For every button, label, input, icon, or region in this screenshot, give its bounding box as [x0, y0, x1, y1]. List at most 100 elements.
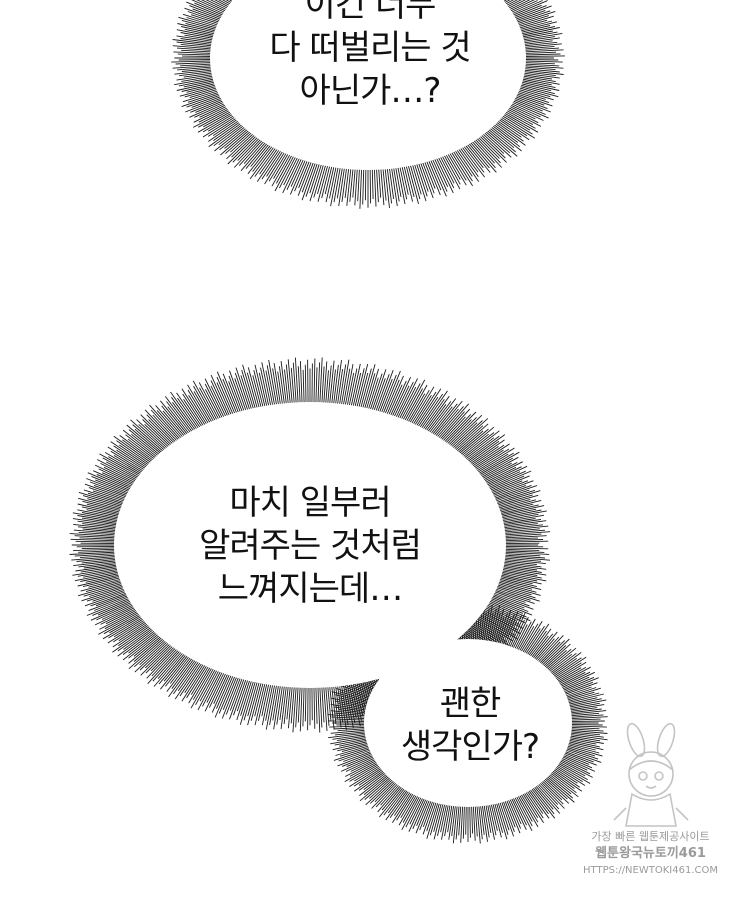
burst-line — [565, 697, 598, 706]
burst-line — [240, 139, 268, 172]
burst-line — [511, 5, 547, 20]
burst-line — [234, 372, 250, 414]
burst-line — [99, 608, 140, 630]
burst-line — [430, 403, 458, 438]
burst-line — [556, 666, 591, 686]
burst-line — [432, 155, 449, 187]
burst-line — [238, 137, 265, 166]
burst-line — [516, 618, 536, 654]
burst-line — [555, 667, 587, 685]
burst-line — [181, 661, 208, 702]
burst-line — [498, 508, 537, 518]
burst-line — [272, 368, 280, 408]
burst-line — [436, 403, 470, 441]
burst-line — [178, 16, 220, 30]
burst-line — [392, 164, 400, 202]
burst-line — [545, 772, 572, 795]
bubble-line: 느껴지는데… — [217, 569, 403, 609]
burst-line — [498, 798, 510, 831]
burst-line — [346, 753, 377, 768]
burst-line — [144, 423, 172, 450]
burst-line — [488, 608, 497, 645]
burst-line — [558, 671, 595, 690]
burst-line — [380, 782, 402, 806]
burst-line — [325, 370, 329, 407]
burst-line — [554, 762, 591, 784]
burst-line — [521, 51, 557, 55]
burst-line — [527, 786, 549, 815]
burst-line — [388, 380, 407, 419]
burst-line — [226, 131, 256, 160]
burst-line — [521, 47, 560, 52]
burst-line — [117, 627, 157, 657]
burst-line — [487, 475, 530, 494]
burst-line — [409, 386, 435, 427]
burst-line — [489, 480, 529, 496]
burst-line — [168, 657, 198, 698]
burst-line — [82, 576, 124, 588]
burst-line — [84, 590, 129, 607]
burst-line — [197, 111, 235, 133]
burst-line — [75, 540, 119, 543]
burst-line — [174, 69, 215, 75]
burst-line — [134, 639, 170, 673]
burst-line — [204, 669, 226, 712]
burst-line — [172, 45, 215, 50]
burst-line — [77, 568, 121, 577]
burst-line — [218, 673, 237, 714]
burst-line — [149, 404, 183, 442]
burst-line — [501, 537, 539, 540]
burst-line — [495, 117, 530, 141]
burst-line — [478, 802, 483, 840]
burst-line — [498, 572, 538, 582]
burst-line — [189, 100, 227, 118]
site-watermark: 가장 빠른 웹툰제공사이트 웹툰왕국뉴토끼461 HTTPS://NEWTOKI… — [578, 722, 723, 887]
burst-line — [225, 674, 242, 715]
burst-line — [518, 27, 560, 37]
burst-line — [166, 401, 193, 436]
burst-line — [562, 686, 592, 698]
burst-line — [409, 794, 425, 825]
burst-line — [476, 802, 481, 844]
burst-line — [385, 375, 404, 418]
burst-line — [415, 160, 428, 197]
burst-line — [202, 668, 223, 707]
burst-line — [520, 36, 556, 43]
burst-line — [368, 373, 383, 413]
burst-line — [370, 369, 387, 414]
burst-line — [474, 135, 501, 164]
burst-line — [192, 664, 214, 700]
burst-line — [190, 665, 216, 709]
burst-line — [545, 647, 577, 674]
burst-line — [331, 716, 369, 720]
burst-line — [563, 745, 596, 757]
burst-line — [493, 489, 536, 504]
burst-line — [486, 612, 494, 645]
burst-line — [297, 158, 313, 196]
burst-line — [497, 573, 542, 585]
burst-line — [86, 478, 131, 496]
burst-line — [208, 121, 244, 148]
burst-line — [69, 533, 119, 538]
burst-line — [139, 640, 172, 671]
burst-line — [261, 147, 284, 180]
burst-line — [460, 802, 464, 843]
burst-line — [317, 161, 327, 195]
burst-line — [468, 446, 499, 468]
burst-line — [261, 681, 272, 726]
burst-line — [559, 755, 596, 772]
burst-line — [222, 673, 239, 710]
burst-line — [202, 115, 238, 138]
burst-line — [506, 0, 531, 12]
burst-line — [388, 164, 395, 199]
burst-line — [394, 381, 414, 421]
burst-line — [567, 708, 602, 714]
burst-line — [265, 370, 274, 409]
burst-line — [80, 579, 125, 592]
burst-line — [189, 88, 221, 99]
burst-line — [492, 489, 530, 503]
burst-line — [422, 798, 435, 828]
burst-line — [280, 361, 288, 408]
burst-line — [214, 0, 232, 9]
burst-line — [85, 580, 125, 593]
